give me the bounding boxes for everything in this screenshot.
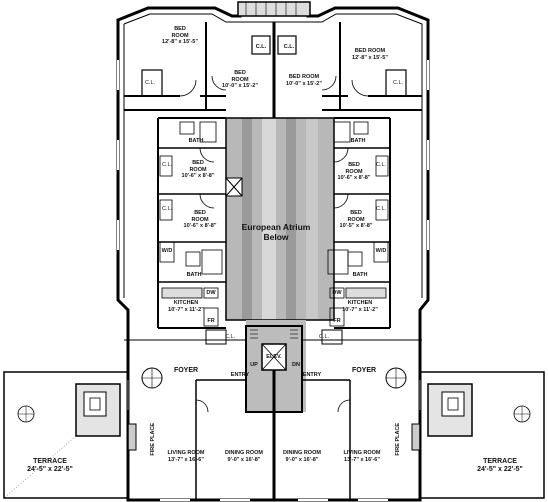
closet-left-2-label: C.L. [161,206,173,212]
foyer-right-label: FOYER [351,367,377,374]
bedroom-left-1-label: BED ROOM 10'-6" x 8'-8" [181,160,215,179]
closet-left-1-label: C.L. [161,162,173,168]
kitchen-left-label: KITCHEN 10'-7" x 11'-2" [168,300,204,313]
foyer-left-label: FOYER [173,367,199,374]
closet-top-center-right-label: C.L. [283,44,295,50]
building-outline [116,1,430,502]
fireplace-right-label: FIRE PLACE [394,422,401,456]
elevator-label: ELEV. [266,354,282,360]
stair-down-label: DN [292,362,300,368]
stair-up-label: UP [250,362,258,368]
bath-left-bottom-label: BATH [186,272,202,278]
kitchen-right-label: KITCHEN 10'-7" x 11'-2" [342,300,378,313]
terrace-left-label: TERRACE 24'-5" x 22'-5" [27,458,73,473]
closet-top-right-label: C.L. [392,80,404,86]
atrium-area [225,117,335,321]
closet-foyer-right-label: C.L. [318,334,330,340]
bedroom-right-1-label: BED ROOM 10'-6" x 8'-8" [337,162,371,181]
dishwasher-left-label: DW [206,290,216,296]
bedroom-top-right-label: BED ROOM 12'-8" x 15'-5" [352,48,388,61]
bedroom-top-center-right-label: BED ROOM 10'-0" x 15'-2" [286,74,322,87]
terrace-left [3,371,129,499]
atrium-label: European Atrium Below [241,222,311,242]
dishwasher-right-label: DW [332,290,342,296]
fridge-right-label: FR [333,318,341,324]
bedroom-left-2-label: BED ROOM 10'-6" x 8'-8" [183,210,217,229]
closet-top-center-left-label: C.L. [255,44,267,50]
terrace-right [419,371,545,499]
bedroom-top-center-left-label: BED ROOM 10'-0" x 15'-2" [222,70,258,89]
dining-room-left-label: DINING ROOM 9'-0" x 16'-8" [225,450,263,463]
living-room-right-label: LIVING ROOM 13'-7" x 16'-6" [343,450,381,463]
terrace-right-label: TERRACE 24'-5" x 22'-5" [477,458,523,473]
washer-dryer-right-label: W/D [375,248,387,254]
fireplace-left-label: FIRE PLACE [149,422,156,456]
bath-left-top-label: BATH [188,138,204,144]
bath-right-bottom-label: BATH [352,272,368,278]
dining-room-right-label: DINING ROOM 9'-0" x 16'-8" [283,450,321,463]
closet-right-1-label: C.L. [375,162,387,168]
bedroom-top-left-label: BED ROOM 12'-8" x 15'-5" [162,26,198,45]
closet-top-left-label: C.L. [144,80,156,86]
washer-dryer-left-label: W/D [161,248,173,254]
living-room-left-label: LIVING ROOM 13'-7" x 16'-6" [167,450,205,463]
entry-right-label: ENTRY [302,372,322,378]
closet-right-2-label: C.L. [375,206,387,212]
fridge-left-label: FR [207,318,215,324]
bath-right-top-label: BATH [350,138,366,144]
bedroom-right-2-label: BED ROOM 10'-5" x 8'-8" [339,210,373,229]
closet-foyer-left-label: C.L. [224,334,236,340]
entry-left-label: ENTRY [230,372,250,378]
